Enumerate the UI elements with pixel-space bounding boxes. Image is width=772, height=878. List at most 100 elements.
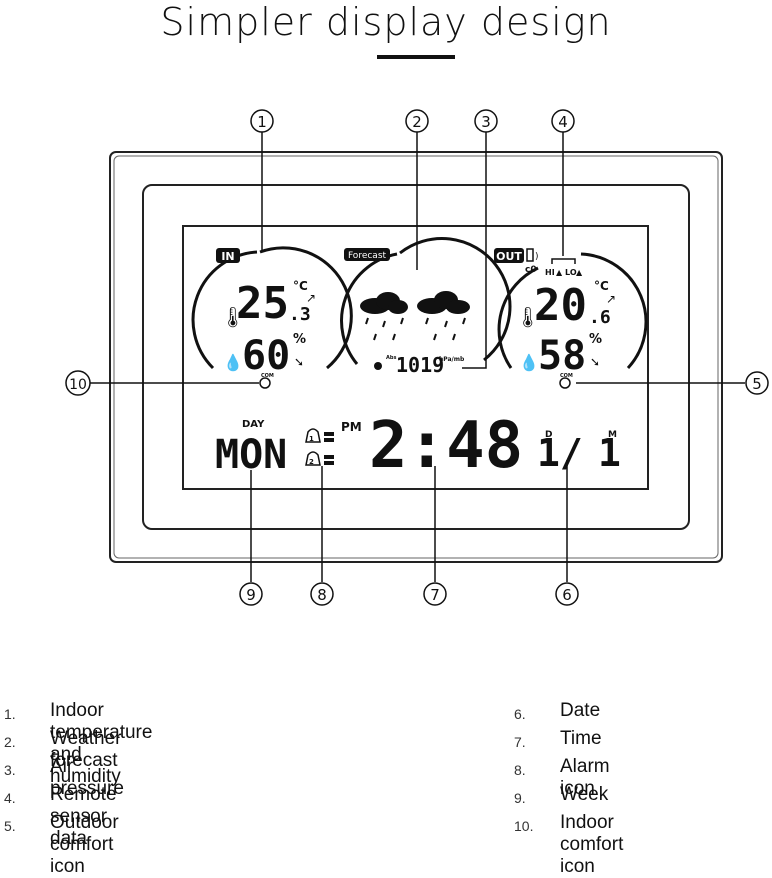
- indoor-comfort-icon: [259, 377, 271, 389]
- outdoor-arc-left: [497, 266, 539, 369]
- indoor-temp-decimal: .3: [289, 304, 311, 325]
- svg-text:2: 2: [309, 458, 314, 466]
- device-bezel: [142, 184, 690, 530]
- legend-text: Weather forecast: [50, 728, 122, 771]
- callout-10: 10: [65, 370, 91, 396]
- svg-text:1: 1: [309, 435, 314, 443]
- outdoor-temp-main: 20: [534, 280, 587, 331]
- legend-number: 8.: [514, 762, 526, 778]
- lower-display: DAY MON 1 2 PM 2:48 1/ D 1 M: [215, 409, 621, 483]
- cloud-icon-right: [417, 291, 470, 314]
- legend-text: Alarm icon: [560, 756, 610, 799]
- legend-number: 6.: [514, 706, 526, 722]
- callout-6: 6: [555, 582, 579, 606]
- legend-text: Date: [560, 700, 601, 721]
- signal-icon: ): [535, 252, 539, 262]
- legend-number: 7.: [514, 734, 526, 750]
- outdoor-humidity-unit: %: [589, 332, 602, 347]
- legend-number: 3.: [4, 762, 16, 778]
- callout-8-label: 8: [317, 586, 327, 604]
- legend-number: 10.: [514, 818, 534, 834]
- indoor-trend-icon: ↗: [306, 291, 316, 305]
- hi-lo-bracket: [551, 258, 576, 264]
- lcd-screen: [182, 225, 649, 490]
- legend-text: Air pressure: [50, 756, 124, 799]
- callout-9: 9: [239, 582, 263, 606]
- indoor-humidity-unit: %: [293, 332, 306, 347]
- callout-1: 1: [250, 109, 274, 133]
- day-label: DAY: [242, 419, 265, 430]
- forecast-arc-right: [399, 236, 512, 362]
- date-month-label: M: [608, 430, 617, 440]
- forecast-badge: Forecast: [348, 251, 387, 261]
- indoor-humidity-trend-icon: ➘: [294, 355, 304, 369]
- callout-1-label: 1: [257, 113, 267, 131]
- outdoor-arc-right: [580, 252, 648, 370]
- leader-lines: [90, 132, 745, 582]
- alarm-icon: 1 2: [305, 428, 334, 466]
- lo-triangle-icon: ▲: [576, 268, 583, 277]
- callout-4-label: 4: [558, 113, 568, 131]
- forecast-panel: Forecast Abs 1019 hPa/mb: [340, 236, 512, 377]
- device-outer-frame: [109, 151, 723, 563]
- humidity-drop-icon: 💧: [223, 353, 243, 372]
- hi-label: HI: [545, 268, 555, 277]
- legend-number: 1.: [4, 706, 16, 722]
- pressure-prefix: Abs: [386, 355, 396, 361]
- callout-7: 7: [423, 582, 447, 606]
- legend-number: 4.: [4, 790, 16, 806]
- indoor-com-label: COM: [261, 373, 274, 379]
- pressure-unit: hPa/mb: [439, 356, 465, 363]
- callout-3-label: 3: [481, 113, 491, 131]
- legend-number: 5.: [4, 818, 16, 834]
- outdoor-trend-icon: ↗: [606, 292, 616, 306]
- leader-3: [462, 132, 487, 369]
- legend-text: Outdoor comfort icon: [50, 812, 119, 877]
- lo-label: LO: [565, 268, 577, 277]
- cloud-icon-left: [360, 292, 408, 314]
- indoor-panel: IN 🌡 25 .3 °C ↗ 💧 60 % ➘ COM: [191, 246, 353, 389]
- in-badge-bg: [216, 248, 240, 263]
- outdoor-panel: OUT ) c0 HI ▲ LO ▲ 🌡 20 .6 °C ↗ 💧 58 % ➘…: [494, 248, 648, 389]
- legend-text: Indoor temperature and humidity: [50, 700, 153, 787]
- indoor-temp-unit: °C: [293, 279, 308, 293]
- outdoor-com-label: COM: [560, 373, 573, 379]
- thermometer-icon: 🌡: [220, 305, 245, 329]
- am-pm-indicator: PM: [341, 420, 362, 434]
- callout-5: 5: [745, 371, 769, 395]
- outdoor-humidity: 58: [538, 333, 586, 379]
- callout-5-label: 5: [752, 375, 762, 393]
- callout-2-label: 2: [412, 113, 422, 131]
- time-display: 2:48: [369, 409, 523, 483]
- hi-triangle-icon: ▲: [556, 268, 563, 277]
- date-day: 1/: [537, 431, 583, 475]
- callout-3: 3: [474, 109, 498, 133]
- outdoor-humidity-trend-icon: ➘: [590, 355, 600, 369]
- out-badge: OUT: [496, 250, 522, 263]
- pressure-value: 1019: [396, 353, 444, 377]
- outdoor-temp-decimal: .6: [589, 307, 611, 328]
- legend-text: Remote sensor data: [50, 784, 117, 849]
- battery-icon: [526, 248, 534, 262]
- weather-station-diagram: IN 🌡 25 .3 °C ↗ 💧 60 % ➘ COM Forecast: [65, 109, 769, 606]
- callout-8: 8: [310, 582, 334, 606]
- out-badge-bg: [494, 248, 524, 263]
- rain-icon: [365, 317, 466, 341]
- outdoor-comfort-icon: [559, 377, 571, 389]
- legend-number: 9.: [514, 790, 526, 806]
- callout-4: 4: [551, 109, 575, 133]
- pressure-sensor-icon: [374, 362, 382, 370]
- page-title: Simpler display design: [160, 0, 612, 44]
- outdoor-temp-unit: °C: [594, 279, 609, 293]
- title-underline: [377, 55, 455, 59]
- callout-10-label: 10: [69, 377, 87, 393]
- outdoor-thermometer-icon: 🌡: [515, 305, 540, 329]
- callout-2: 2: [405, 109, 429, 133]
- outdoor-humidity-drop-icon: 💧: [519, 353, 539, 372]
- callout-9-label: 9: [246, 586, 256, 604]
- indoor-humidity: 60: [242, 333, 290, 379]
- in-badge: IN: [221, 250, 234, 263]
- callout-6-label: 6: [562, 586, 572, 604]
- indoor-arc-right: [259, 246, 353, 370]
- legend-number: 2.: [4, 734, 16, 750]
